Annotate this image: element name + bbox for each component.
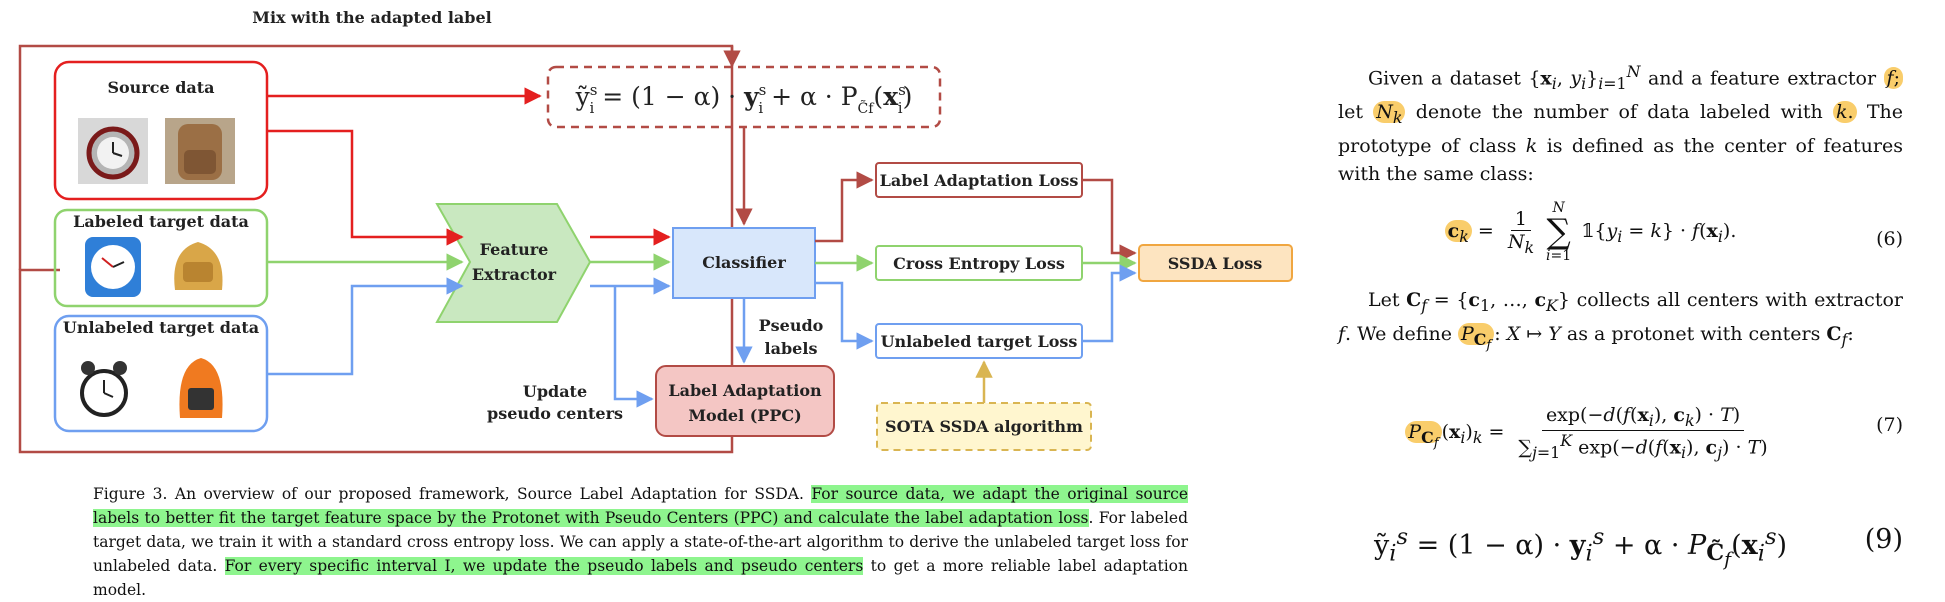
svg-text:Model (PPC): Model (PPC) — [688, 406, 801, 425]
svg-text:Label Adaptation Loss: Label Adaptation Loss — [880, 171, 1079, 190]
svg-text:Feature: Feature — [480, 240, 549, 259]
ppc-model-box — [655, 365, 835, 437]
mix-label: Mix with the adapted label — [252, 8, 491, 27]
feature-extractor-box — [435, 203, 592, 323]
alarm-clock-photo-icon — [78, 118, 148, 184]
figure-caption: Figure 3. An overview of our proposed fr… — [93, 485, 1188, 599]
framework-diagram: Mix with the adapted label Source data L… — [18, 8, 1293, 454]
svg-text:Label Adaptation: Label Adaptation — [668, 381, 822, 400]
svg-text:Update: Update — [523, 382, 587, 401]
svg-text:Extractor: Extractor — [472, 265, 557, 284]
svg-text:Cross Entropy Loss: Cross Entropy Loss — [893, 254, 1065, 273]
svg-text:Classifier: Classifier — [702, 253, 786, 272]
svg-text:labels: labels — [765, 339, 818, 358]
labeled-target-label: Labeled target data — [73, 212, 249, 231]
blue-clock-icon — [85, 237, 141, 297]
svg-text:pseudo centers: pseudo centers — [487, 404, 623, 423]
unlabeled-target-label: Unlabeled target data — [63, 318, 259, 337]
method-text: Given a dataset {xi, yi}i=1N and a featu… — [1338, 58, 1903, 188]
mix-loop-arrow — [18, 46, 734, 454]
paragraph-prototype: Given a dataset {xi, yi}i=1N and a featu… — [1338, 62, 1903, 185]
source-data-label: Source data — [107, 78, 214, 97]
backpack-photo-icon — [165, 118, 235, 184]
svg-text:SSDA Loss: SSDA Loss — [1168, 254, 1263, 273]
svg-text:SOTA SSDA algorithm: SOTA SSDA algorithm — [885, 417, 1083, 436]
ssda-loss-box — [1138, 244, 1293, 282]
yellow-backpack-icon — [174, 242, 223, 290]
black-alarm-clock-icon — [80, 361, 128, 417]
paragraph-protonet: Let Cf = {c1, …, cK} collects all center… — [1338, 289, 1903, 353]
svg-text:Unlabeled target Loss: Unlabeled target Loss — [881, 332, 1078, 351]
svg-text:Pseudo: Pseudo — [759, 316, 824, 335]
orange-backpack-icon — [179, 358, 223, 418]
labeled-target-box — [53, 208, 269, 308]
